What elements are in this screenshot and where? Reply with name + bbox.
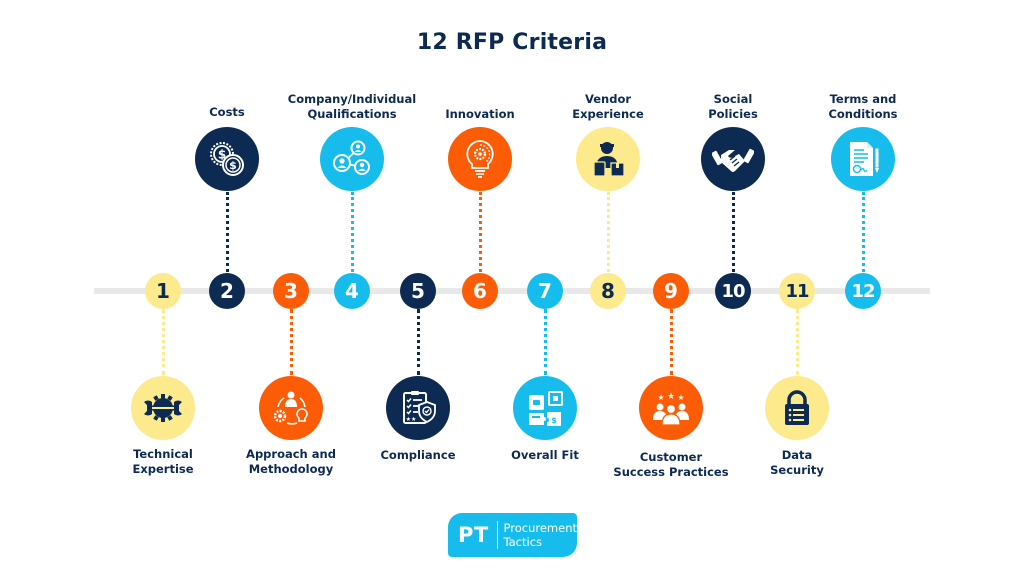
node-9: 9 [653,273,689,309]
node-5: 5 [400,273,436,309]
criterion-approach-methodology [259,376,323,440]
logo-text: Procurement Tactics [503,521,577,549]
logo-divider [496,521,498,549]
criterion-costs: $ $ [195,127,259,191]
node-8: 8 [590,273,626,309]
node-10: 10 [715,273,751,309]
connector-9 [670,309,673,375]
connector-4 [351,192,354,272]
criterion-customer-success: ★ ★ ★ [639,376,703,440]
svg-text:★: ★ [667,392,675,402]
connector-11 [796,309,799,375]
logo-mark: PT [458,523,489,547]
connector-1 [162,309,165,375]
criterion-label-5: Compliance [380,448,456,462]
connector-12 [862,192,865,272]
criterion-label-11: Data Security [770,448,824,477]
criterion-innovation [448,127,512,191]
criterion-label-9: Customer Success Practices [613,450,729,479]
criterion-label-3: Approach and Methodology [246,447,336,476]
checklist-shield-icon: ★★ [403,391,436,424]
svg-text:★: ★ [658,393,665,402]
puzzle-icon: $ [529,391,563,426]
criterion-terms-conditions [831,127,895,191]
node-6: 6 [462,273,498,309]
criterion-label-12: Terms and Conditions [828,92,898,121]
node-4: 4 [334,273,370,309]
node-12: 12 [845,273,881,309]
criterion-label-10: Social Policies [708,92,758,121]
node-7: 7 [527,273,563,309]
criterion-label-1: Technical Expertise [132,447,194,476]
connector-7 [544,309,547,375]
node-1: 1 [145,273,181,309]
connector-5 [417,309,420,375]
criterion-label-6: Innovation [445,107,515,121]
criterion-social-policies [701,127,765,191]
padlock-icon [785,390,809,425]
criterion-compliance: ★★ [386,376,450,440]
process-cycle-icon [273,391,308,425]
timeline-bar [94,288,930,294]
criterion-data-security [765,376,829,440]
lightbulb-gear-icon [466,140,494,178]
criterion-overall-fit: $ [513,376,577,440]
criterion-label-8: Vendor Experience [572,92,644,121]
connector-2 [226,192,229,272]
criterion-label-4: Company/Individual Qualifications [287,92,417,121]
node-2: 2 [209,273,245,309]
criterion-technical-expertise [131,376,195,440]
procurement-tactics-logo: PT Procurement Tactics [448,513,577,557]
connector-3 [290,309,293,375]
criterion-label-2: Costs [209,105,245,119]
handshake-icon [712,148,754,172]
criterion-vendor-experience [576,127,640,191]
svg-text:★: ★ [678,393,685,402]
coins-icon: $ $ [210,142,244,176]
wrench-gear-icon [144,394,182,422]
svg-text:$: $ [551,416,557,425]
delivery-person-icon [593,142,625,177]
svg-text:$: $ [229,159,237,172]
connector-6 [479,192,482,272]
connector-8 [607,192,610,272]
criterion-label-7: Overall Fit [511,448,579,462]
criterion-qualifications [320,127,384,191]
team-stars-icon: ★ ★ ★ [653,392,689,426]
page-title: 12 RFP Criteria [416,30,608,55]
svg-text:★★: ★★ [406,416,417,423]
connector-10 [732,192,735,272]
contract-certificate-icon [850,142,880,176]
node-11: 11 [779,273,815,309]
node-3: 3 [273,273,309,309]
network-people-icon [333,140,370,175]
svg-text:$: $ [218,148,226,162]
